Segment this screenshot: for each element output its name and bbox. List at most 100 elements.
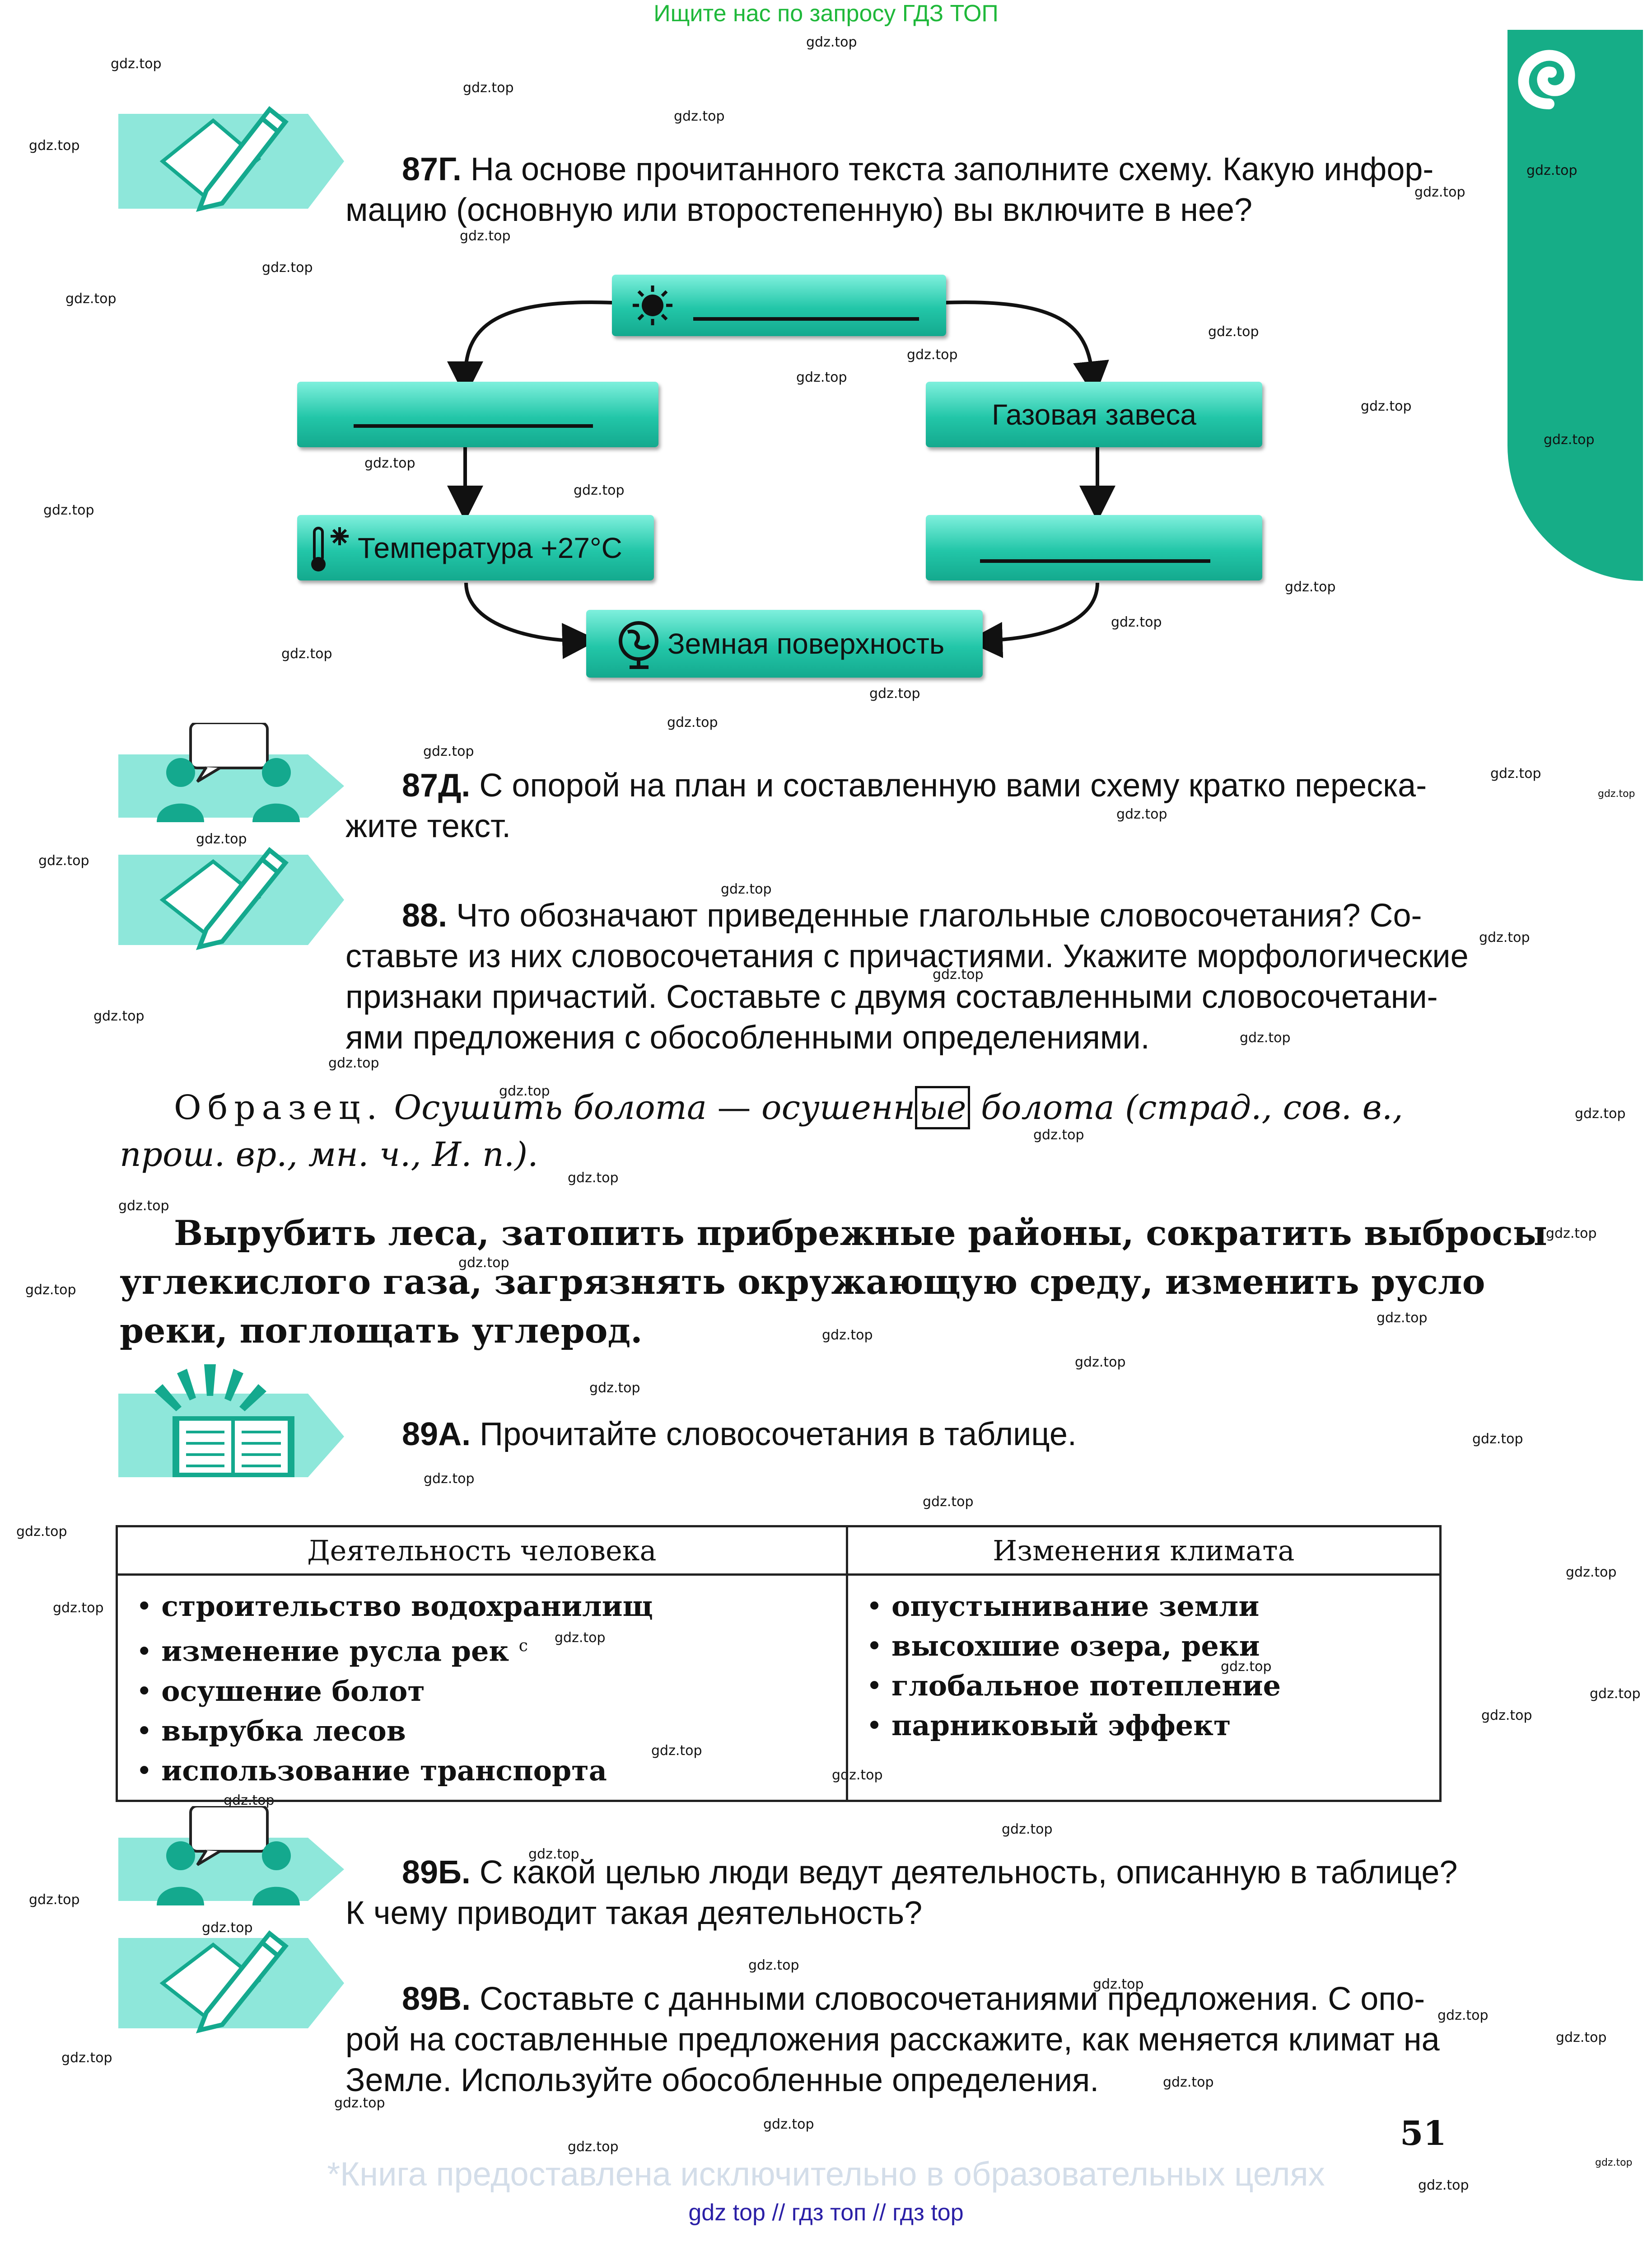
watermark: gdz.top: [328, 1055, 379, 1071]
task-text-line: С опорой на план и составленную вами схе…: [479, 768, 1427, 804]
watermark: gdz.top: [721, 881, 772, 897]
exercise-text-line: реки, поглощать углерод.: [120, 1311, 643, 1351]
watermark: gdz.top: [1526, 163, 1577, 178]
watermark: gdz.top: [61, 2050, 112, 2066]
sample-participle-stem: осушенн: [761, 1088, 915, 1127]
sample-lead: Образец.: [174, 1088, 383, 1127]
dialogue-icon: [118, 1806, 344, 1905]
exercise-text-line: Вырубить леса, затопить прибрежные район…: [174, 1213, 1548, 1253]
task-number: 87Д.: [402, 768, 471, 804]
watermark: gdz.top: [667, 715, 718, 730]
earth-surface-label: Земная поверхность: [667, 627, 945, 660]
watermark: gdz.top: [118, 1198, 169, 1214]
list-item: вырубка лесов: [136, 1711, 837, 1751]
table-header-climate-change: Изменения климата: [845, 1525, 1442, 1576]
watermark: gdz.top: [262, 260, 313, 276]
task-number: 87Г.: [402, 151, 462, 187]
stress-mark: с: [518, 1637, 528, 1655]
chapter-side-band: [1507, 30, 1643, 581]
list-item: осушение болот: [136, 1671, 837, 1711]
watermark: gdz.top: [25, 1282, 76, 1298]
task-text-line: признаки причастий. Составьте с двумя со…: [345, 979, 1438, 1015]
page-number: 51: [1400, 2114, 1447, 2153]
watermark: gdz.top: [1472, 1431, 1523, 1447]
watermark: gdz.top: [1418, 2177, 1469, 2193]
watermark: gdz.top: [65, 291, 117, 307]
pencil-paper-icon: [118, 847, 344, 950]
watermark: gdz.top: [923, 1494, 974, 1510]
watermark: gdz.top: [364, 455, 415, 471]
task-89b: 89Б. С какой целью люди ведут деятельнос…: [345, 1852, 1457, 1933]
watermark: gdz.top: [1240, 1030, 1291, 1046]
watermark: gdz.top: [16, 1524, 67, 1540]
watermark: gdz.top: [1033, 1127, 1084, 1143]
watermark: gdz.top: [1590, 1686, 1641, 1702]
sample-participle-ending: ые: [915, 1086, 971, 1129]
watermark: gdz.top: [1598, 788, 1635, 800]
blank-line: [980, 559, 1210, 563]
watermark: gdz.top: [196, 831, 247, 847]
watermark: gdz.top: [1414, 184, 1465, 200]
watermark: gdz.top: [499, 1083, 550, 1099]
watermark: gdz.top: [29, 1892, 80, 1908]
exercise-text: Вырубить леса, затопить прибрежные район…: [120, 1209, 1547, 1355]
watermark: gdz.top: [111, 56, 162, 72]
watermark: gdz.top: [869, 686, 920, 702]
watermark: gdz.top: [1093, 1976, 1144, 1992]
watermark: gdz.top: [29, 138, 80, 154]
pencil-paper-icon: [118, 106, 344, 212]
spiral-logo-icon: [1518, 50, 1575, 109]
watermark: gdz.top: [1437, 2008, 1489, 2023]
watermark: gdz.top: [460, 228, 511, 244]
watermark: gdz.top: [1481, 1708, 1532, 1723]
task-text-line: рой на составленные предложения расскажи…: [345, 2022, 1440, 2058]
scheme-arrows: [447, 300, 1115, 659]
scheme-box-blank-right: [926, 515, 1262, 580]
scheme-box-blank-left: [297, 382, 658, 447]
watermark: gdz.top: [1377, 1310, 1428, 1326]
watermark: gdz.top: [1163, 2074, 1214, 2090]
task-text-line: С какой целью люди ведут деятельность, о…: [479, 1854, 1458, 1891]
globe-icon: [619, 621, 658, 669]
watermark: gdz.top: [806, 34, 857, 50]
task-number: 89В.: [402, 1981, 471, 2017]
watermark: gdz.top: [1556, 2030, 1607, 2045]
search-banner[interactable]: Ищите нас по запросу ГДЗ ТОП: [653, 0, 999, 27]
watermark: gdz.top: [1595, 2157, 1633, 2168]
watermark: gdz.top: [763, 2116, 814, 2132]
table-header-human-activity: Деятельность человека: [116, 1525, 848, 1576]
blank-line: [354, 424, 593, 428]
watermark: gdz.top: [568, 1170, 619, 1186]
sample-phrase: Осушить болота: [394, 1088, 707, 1127]
watermark: gdz.top: [674, 108, 725, 124]
climate-table: Деятельность человека Изменения климата …: [116, 1525, 1442, 1802]
watermark: gdz.top: [1566, 1564, 1617, 1580]
task-number: 88.: [402, 898, 448, 934]
pencil-paper-icon: [118, 1930, 344, 2034]
watermark: gdz.top: [1546, 1226, 1597, 1241]
watermark: gdz.top: [1075, 1354, 1126, 1370]
sample-phrase: болота (страд., сов. в.,: [980, 1088, 1403, 1127]
watermark: gdz.top: [1575, 1106, 1626, 1122]
watermark: gdz.top: [458, 1255, 509, 1271]
watermark: gdz.top: [1208, 324, 1259, 340]
task-text-line: Что обозначают приведенные глагольные сл…: [456, 898, 1422, 934]
task-text-line: Составьте с данными словосочетаниями пре…: [480, 1981, 1425, 2017]
watermark: gdz.top: [574, 482, 625, 498]
task-text-line: На основе прочитанного текста заполните …: [470, 151, 1434, 187]
scheme-box-earth-surface: Земная поверхность: [586, 610, 983, 678]
watermark: gdz.top: [424, 1471, 475, 1487]
task-number: 89Б.: [402, 1854, 471, 1891]
watermark: gdz.top: [38, 853, 89, 869]
watermark: gdz.top: [796, 370, 847, 385]
table-cell-climate-changes: опустынивание земли высохшие озера, реки…: [845, 1573, 1442, 1802]
watermark: gdz.top: [933, 967, 984, 983]
footer-links[interactable]: gdz top // гдз топ // гдз top: [688, 2200, 964, 2226]
task-text-line: Земле. Используйте обособленные определе…: [345, 2062, 1099, 2098]
list-item: использование транспорта: [136, 1751, 837, 1791]
watermark: gdz.top: [463, 80, 514, 96]
watermark: gdz.top: [53, 1600, 104, 1616]
watermark: gdz.top: [281, 646, 332, 662]
list-item: глобальное потепление: [866, 1666, 1430, 1706]
sun-icon: [633, 286, 672, 325]
